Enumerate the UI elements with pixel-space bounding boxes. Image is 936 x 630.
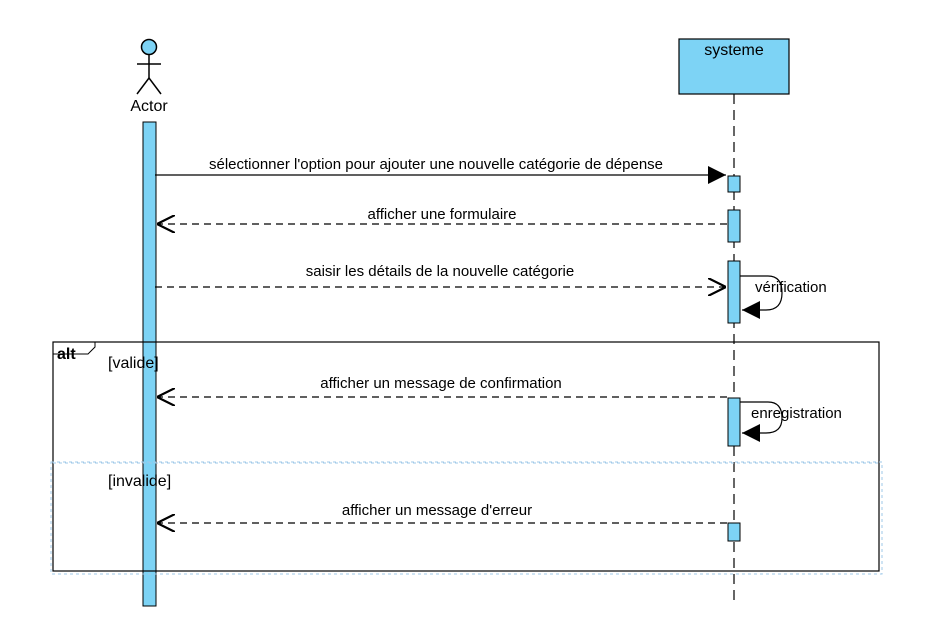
- alt-operand-outline: [50, 461, 883, 575]
- self-message-arrow-enregistration: [740, 401, 783, 442]
- guard-invalide: [invalide]: [108, 473, 171, 490]
- message-label-2: afficher une formulaire: [368, 206, 517, 223]
- system-activation-1: [727, 175, 741, 193]
- self-message-label-verification: vérification: [755, 279, 827, 296]
- self-message-label-enregistration: enregistration: [751, 405, 842, 422]
- actor-activation-bar: [142, 121, 157, 607]
- message-label-3: saisir les détails de la nouvelle catégo…: [306, 263, 574, 280]
- message-label-5: afficher un message de confirmation: [320, 375, 562, 392]
- guard-valide: [valide]: [108, 355, 159, 372]
- system-label: systeme: [704, 42, 764, 59]
- alt-operator-label: alt: [57, 346, 76, 363]
- message-label-7: afficher un message d'erreur: [342, 502, 532, 519]
- system-activation-5: [727, 522, 741, 542]
- system-lifeline-box: [678, 38, 790, 95]
- actor-label: Actor: [130, 98, 168, 115]
- actor-head: [140, 38, 158, 56]
- system-activation-2: [727, 209, 741, 243]
- actor-figure: [136, 38, 162, 95]
- system-activation-4: [727, 397, 741, 447]
- alt-fragment-tab: [52, 342, 96, 355]
- system-activation-3: [727, 260, 741, 324]
- self-message-arrow-verification: [740, 275, 783, 319]
- alt-fragment-frame: [52, 341, 880, 572]
- message-label-1: sélectionner l'option pour ajouter une n…: [209, 156, 663, 173]
